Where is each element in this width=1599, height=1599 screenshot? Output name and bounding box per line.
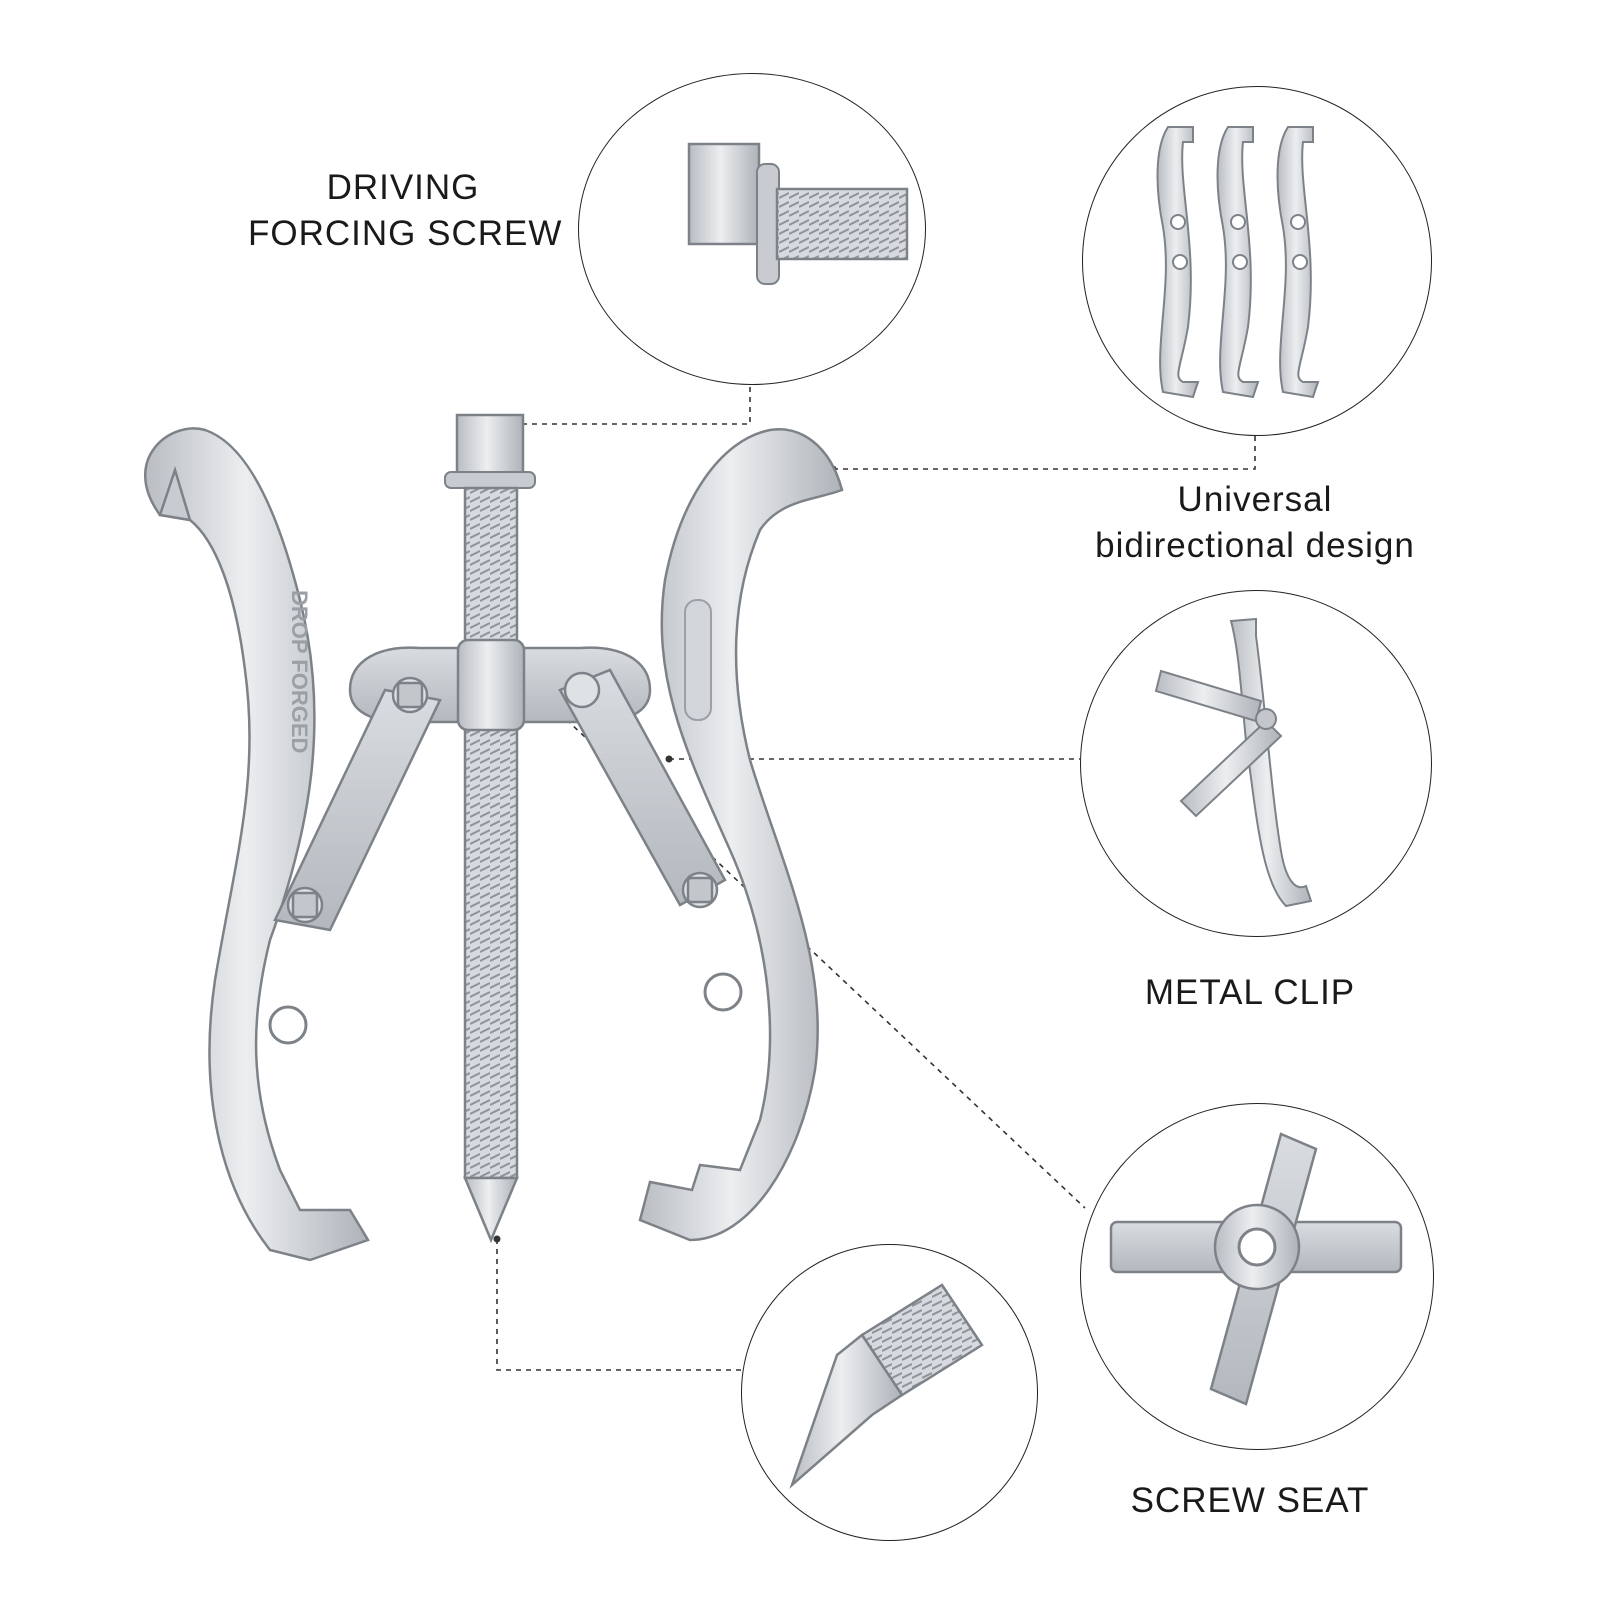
forcing-screw-detail-circle xyxy=(578,73,926,385)
screw-seat-label: SCREW SEAT xyxy=(1130,1481,1370,1520)
screw-tip-detail-circle xyxy=(741,1244,1038,1541)
screw-seat-detail-circle xyxy=(1080,1103,1434,1450)
left-jaw: DROP FORGED xyxy=(144,427,370,1262)
leader-universal xyxy=(833,433,1256,470)
leader-driving-screw xyxy=(512,383,751,425)
forcing-screw-detail-image xyxy=(687,142,909,285)
metal-clip-label: METAL CLIP xyxy=(1144,973,1356,1012)
forcing-screw xyxy=(444,413,536,1244)
jaws-detail-image xyxy=(1156,126,1320,399)
screw-tip-detail-image xyxy=(789,1283,984,1490)
links xyxy=(273,668,727,932)
universal-design-label: Universal bidirectional design xyxy=(1075,477,1435,569)
drop-forged-stamp: DROP FORGED xyxy=(287,590,312,753)
leader-screw-tip xyxy=(496,1239,741,1371)
screw-seat-detail-image xyxy=(1109,1132,1403,1406)
jaws-detail-circle xyxy=(1082,86,1432,436)
universal-design-line1: Universal xyxy=(1177,480,1333,519)
metal-clip-detail-image xyxy=(1154,617,1313,908)
driving-forcing-screw-line2: FORCING SCREW xyxy=(248,214,563,253)
metal-clip-detail-circle xyxy=(1080,590,1432,937)
universal-design-line2: bidirectional design xyxy=(1095,526,1415,565)
right-jaw xyxy=(638,428,844,1242)
driving-forcing-screw-line1: DRIVING xyxy=(326,168,480,207)
driving-forcing-screw-label: DRIVING FORCING SCREW xyxy=(248,165,563,257)
